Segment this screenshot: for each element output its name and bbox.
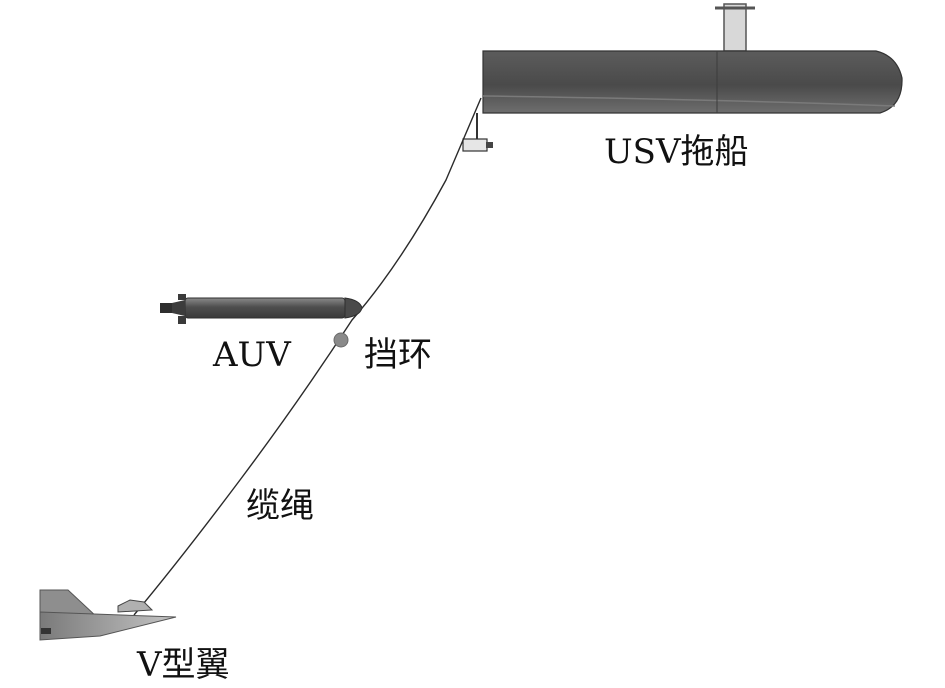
auv-body [184,297,346,319]
usv-winch-drum [486,142,493,148]
cable-label: 缆绳 [246,486,314,526]
auv-nose [344,297,363,319]
v-wing-body [39,611,177,641]
v-wing-bracket [117,599,154,613]
usv-label: USV拖船 [604,132,749,172]
tow-cable [133,97,482,616]
auv-fin-bottom [178,316,186,324]
usv-boat [462,3,903,152]
stopper-ring-label: 挡环 [364,335,432,375]
auv-vehicle [160,294,363,324]
auv-tail [172,300,185,316]
stopper-ring [333,332,349,348]
v-wing-marker [41,628,51,634]
auv-label: AUV [213,335,291,375]
auv-fin-top [178,294,186,300]
usv-hull-line [482,95,896,107]
usv-winch [462,138,488,152]
v-wing [39,589,177,641]
v-wing-label: V型翼 [137,645,230,685]
usv-mast [723,3,747,52]
auv-propeller [160,303,172,313]
